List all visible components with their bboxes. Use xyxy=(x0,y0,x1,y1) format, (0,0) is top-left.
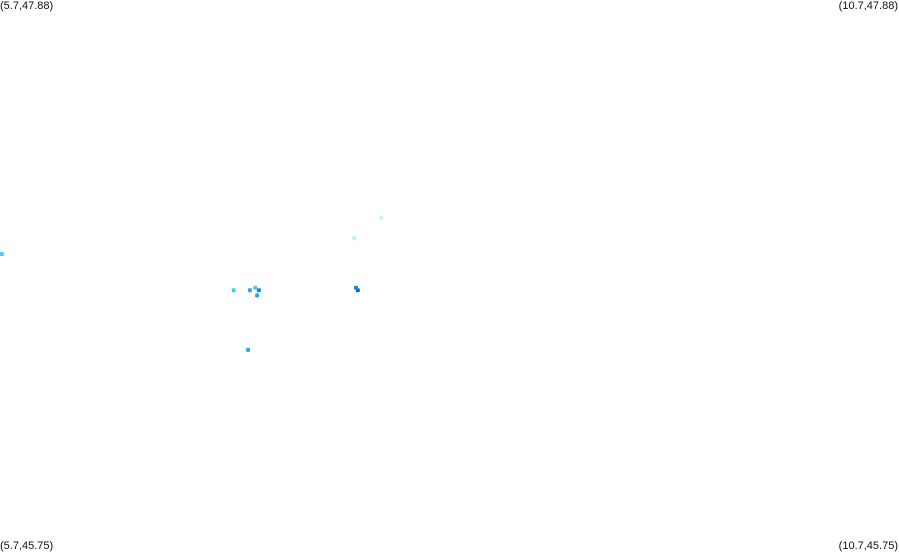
map-point xyxy=(379,215,384,220)
corner-label-top-left: (5.7,47.88) xyxy=(0,0,54,12)
map-point xyxy=(253,285,258,290)
map-point xyxy=(352,236,357,241)
corner-label-top-right: (10.7,47.88) xyxy=(838,0,898,12)
map-point xyxy=(354,285,358,290)
corner-label-bottom-right: (10.7,45.75) xyxy=(838,540,898,552)
map-point xyxy=(256,288,261,293)
map-point xyxy=(0,252,4,256)
map-point xyxy=(231,288,236,293)
map-point xyxy=(255,293,260,298)
map-point xyxy=(247,288,252,293)
corner-label-bottom-left: (5.7,45.75) xyxy=(0,540,54,552)
map-point xyxy=(246,347,251,352)
